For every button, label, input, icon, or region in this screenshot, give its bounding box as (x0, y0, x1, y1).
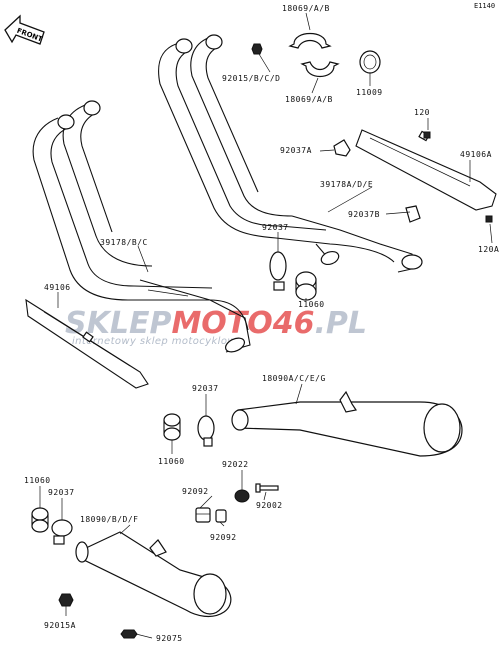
washer-92022 (234, 489, 250, 503)
label-92092-b: 92092 (210, 533, 237, 542)
svg-text:SKLEPMOTO46.PL: SKLEPMOTO46.PL (65, 306, 367, 341)
cap-92075 (120, 629, 138, 639)
label-92037a: 92037A (280, 146, 312, 155)
label-11060-low: 11060 (158, 457, 185, 466)
heat-shield-49106 (25, 298, 149, 389)
diagram-code: E1140 (474, 2, 495, 10)
label-18090-b-d-f: 18090/B/D/F (80, 515, 138, 524)
grommet-92092-b (215, 509, 227, 523)
gasket-11009 (359, 50, 381, 74)
bolt-120a (485, 215, 493, 223)
watermark-brand-b: MOTO46 (171, 306, 314, 341)
header-pipe-39178-b-c (32, 100, 251, 353)
label-11060-mid: 11060 (298, 300, 325, 309)
clamp-92037-left (51, 519, 73, 545)
clamp-18069-bottom (300, 61, 340, 78)
clamp-92037-mid (269, 251, 287, 291)
label-120: 120 (414, 108, 430, 117)
label-92037b: 92037B (348, 210, 380, 219)
watermark-tagline: internetowy sklep motocyklowy (72, 336, 243, 347)
leader-lines (39, 12, 493, 639)
bracket-92037b (405, 205, 421, 223)
muffler-18090a-c-e-g (231, 390, 463, 457)
grommet-92092-a (195, 507, 211, 523)
heat-shield-49106a (355, 129, 497, 211)
label-49106a: 49106A (460, 150, 492, 159)
bolt-92002 (255, 483, 279, 493)
bolt-120 (423, 131, 431, 139)
label-120a: 120A (478, 245, 499, 254)
label-39178-b-c: 39178/B/C (100, 238, 148, 247)
watermark-brand-a: SKLEP (65, 306, 171, 341)
label-18090a-c-e-g: 18090A/C/E/G (262, 374, 326, 383)
label-11060-left: 11060 (24, 476, 51, 485)
clamp-92037-low (197, 415, 215, 447)
watermark-brand-c: .PL (315, 306, 368, 341)
label-11009: 11009 (356, 88, 383, 97)
label-92002: 92002 (256, 501, 283, 510)
label-92037-low: 92037 (192, 384, 219, 393)
muffler-18090-b-d-f (75, 531, 232, 618)
gasket-11060-left (31, 507, 49, 533)
label-92015-bcd: 92015/B/C/D (222, 74, 280, 83)
gasket-11060-mid (295, 271, 317, 301)
label-18069-top: 18069/A/B (282, 4, 330, 13)
nut-92015 (251, 43, 263, 55)
label-92075: 92075 (156, 634, 183, 643)
label-92092-a: 92092 (182, 487, 209, 496)
label-92037-left: 92037 (48, 488, 75, 497)
clamp-18069-top (288, 32, 332, 49)
label-39178a-d-e: 39178A/D/E (320, 180, 373, 189)
front-arrow-icon: FRONT (4, 14, 45, 45)
gasket-11060-low (163, 413, 181, 441)
watermark: SKLEPMOTO46.PL internetowy sklep motocyk… (65, 306, 367, 347)
bracket-92037a (333, 139, 351, 157)
label-18069-bottom: 18069/A/B (285, 95, 333, 104)
label-92022: 92022 (222, 460, 249, 469)
label-92037-mid: 92037 (262, 223, 289, 232)
label-49106: 49106 (44, 283, 71, 292)
label-92015a: 92015A (44, 621, 76, 630)
nut-92015a (58, 593, 74, 607)
header-pipe-39178a-d-e (158, 34, 423, 273)
